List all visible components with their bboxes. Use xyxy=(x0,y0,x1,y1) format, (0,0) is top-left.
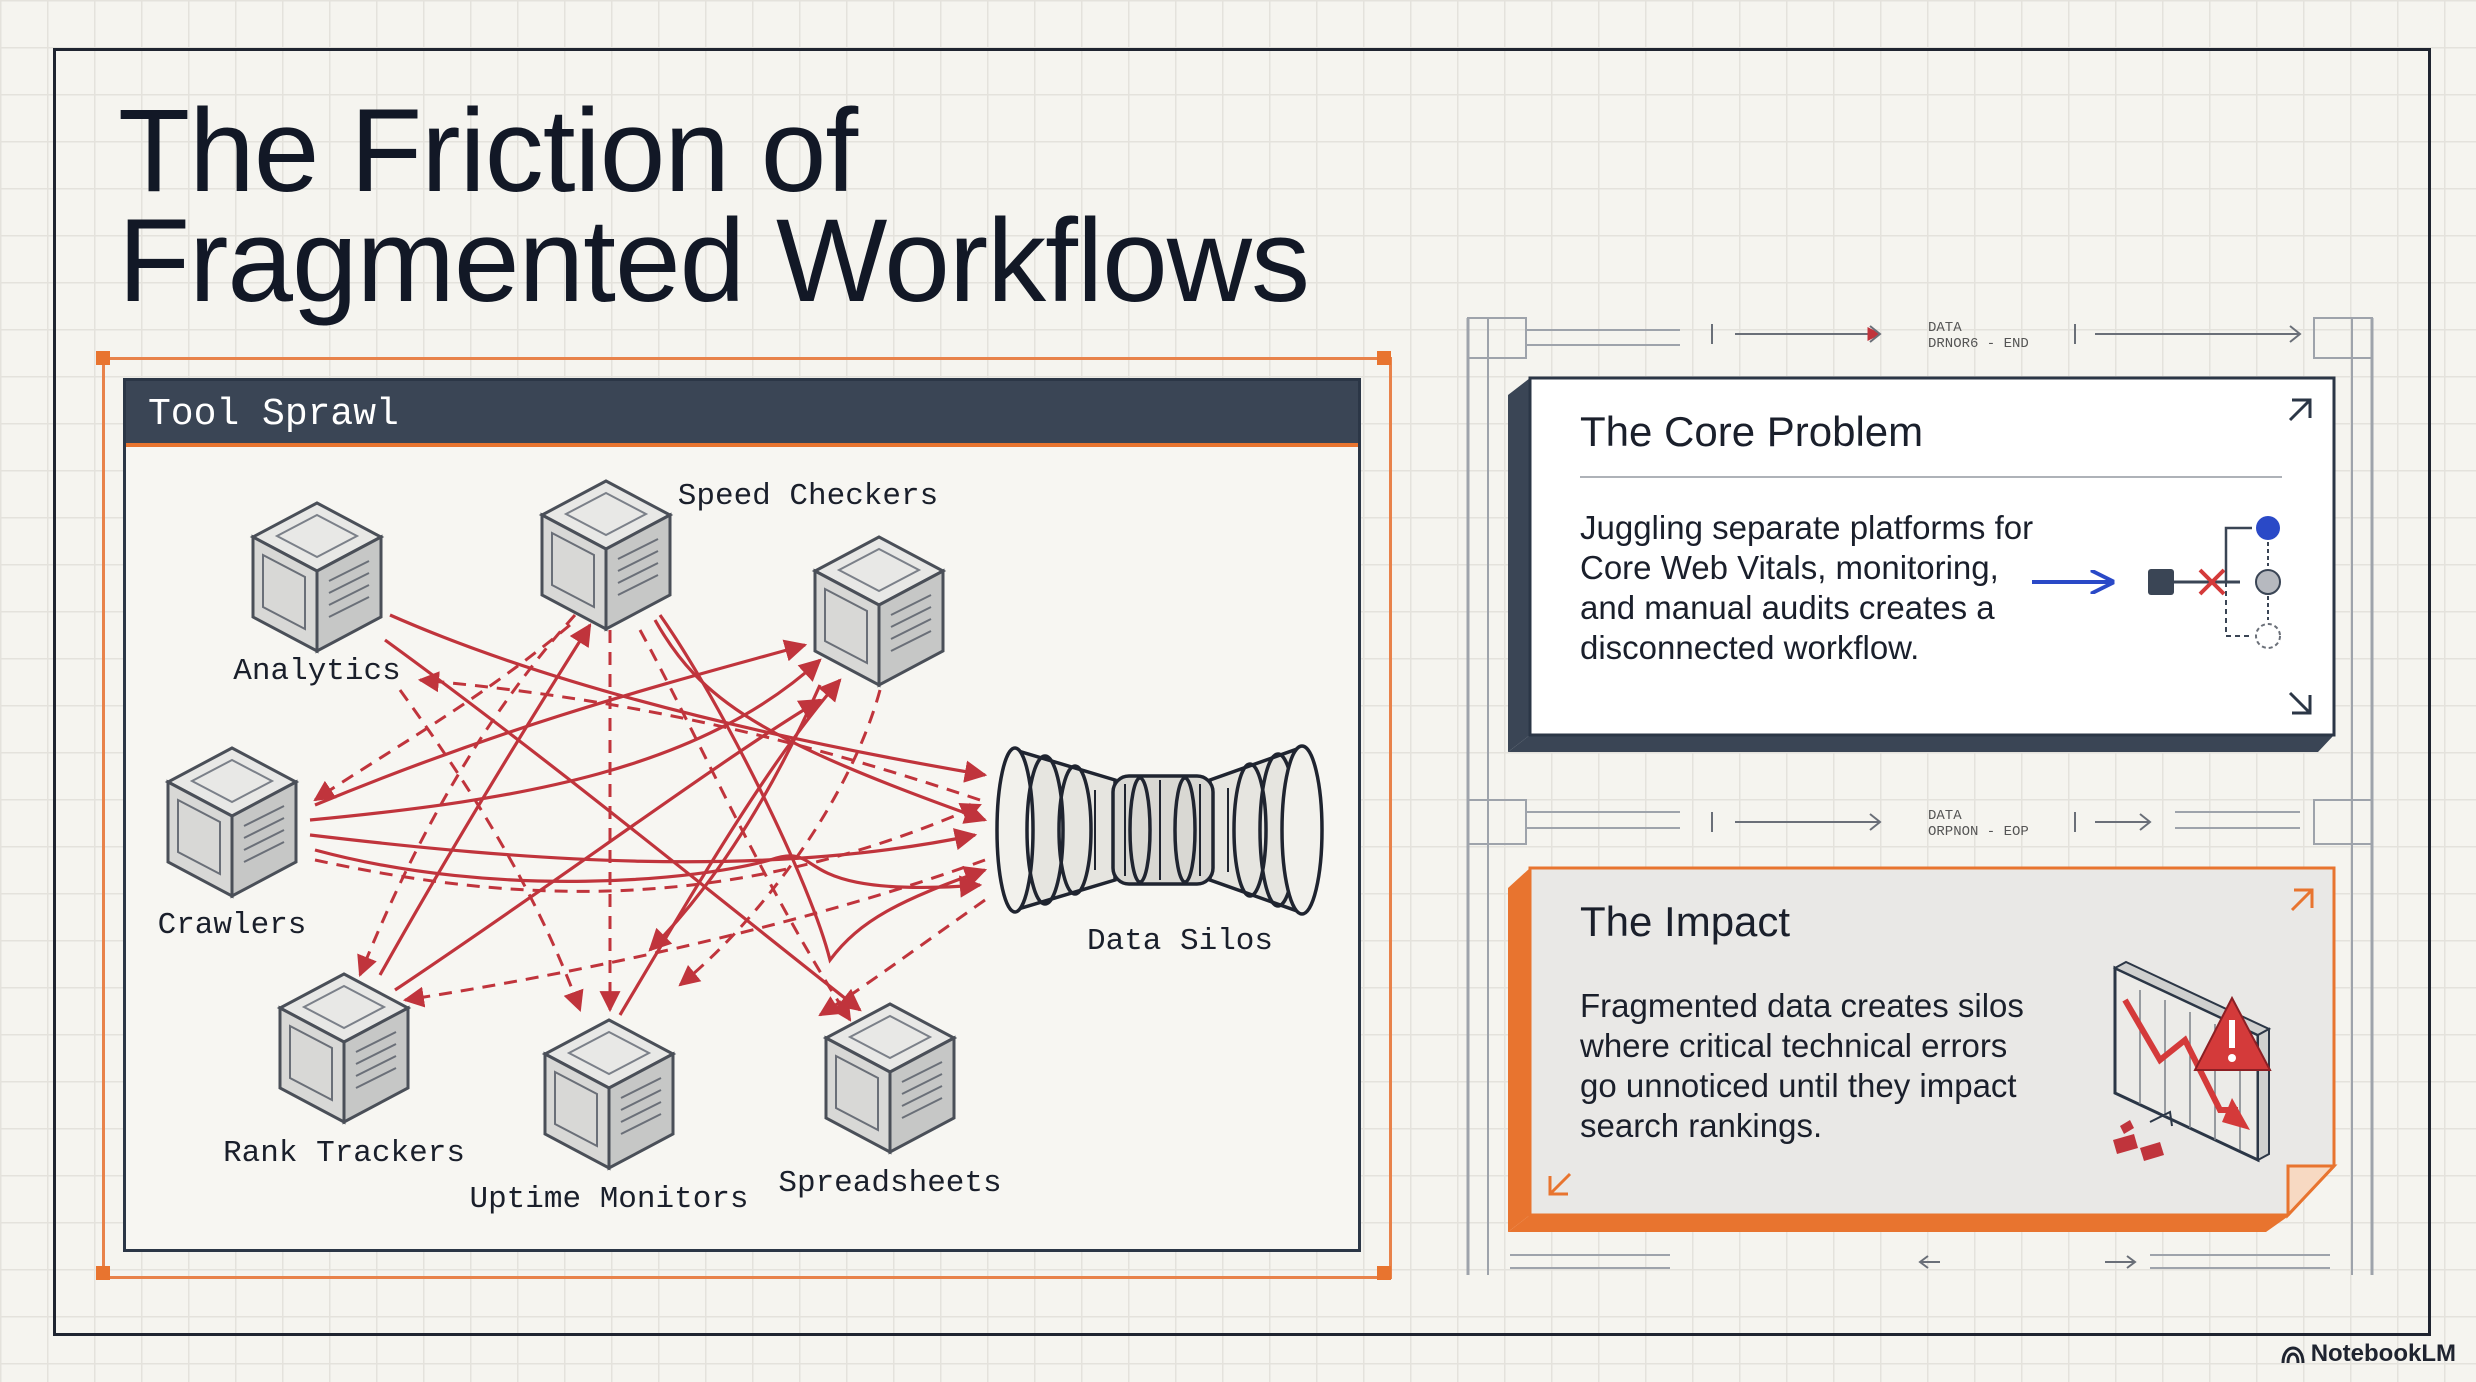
connection-arrow xyxy=(618,678,842,1016)
frame-corner-marker xyxy=(1377,1266,1391,1280)
speed-checkers-label: Speed Checkers xyxy=(677,479,939,514)
title-line-1: The Friction of xyxy=(118,85,858,217)
impact-title: The Impact xyxy=(1580,898,1791,945)
dashed-connection-arrow xyxy=(398,689,584,1012)
connection-arrow xyxy=(314,639,808,807)
core-problem-card xyxy=(1508,376,2336,752)
connection-arrow xyxy=(389,613,988,783)
dashed-connection-arrow xyxy=(678,689,882,987)
dashed-connection-arrow xyxy=(818,898,986,1017)
core-problem-title: The Core Problem xyxy=(1580,408,1924,455)
analytics-cube-icon xyxy=(251,501,383,653)
tool-connection-dashed-arrows xyxy=(313,613,986,1022)
tool-sprawl-header: Tool Sprawl xyxy=(126,381,1358,447)
spreadsheets-cube-icon xyxy=(824,1002,956,1154)
core-problem-line: disconnected workflow. xyxy=(1580,629,1920,666)
ruler-label-middle: DATA ORPNON - EOP xyxy=(1928,808,2029,840)
slide-frame xyxy=(53,48,2431,1336)
analytics-label: Analytics xyxy=(233,654,401,689)
tool-sprawl-title: Tool Sprawl xyxy=(148,393,399,436)
connection-arrow xyxy=(309,828,978,864)
connection-arrow xyxy=(314,848,983,898)
slide-title: The Friction of Fragmented Workflows xyxy=(118,85,1310,327)
impact-line: go unnoticed until they impact xyxy=(1580,1067,2017,1104)
impact-line: where critical technical errors xyxy=(1580,1027,2008,1064)
ruler-label-top-line-1: DATA xyxy=(1928,320,1962,336)
frame-corner-marker xyxy=(96,351,110,365)
connection-arrow xyxy=(309,658,822,822)
core-problem-card-frame xyxy=(1466,317,2374,1275)
connection-arrow xyxy=(394,698,822,992)
impact-description: Fragmented data creates silos where crit… xyxy=(1580,986,2024,1146)
impact-line: search rankings. xyxy=(1580,1107,1823,1144)
core-problem-line: Core Web Vitals, monitoring, xyxy=(1580,549,1999,586)
dashed-connection-arrow xyxy=(313,623,571,802)
core-problem-line: and manual audits creates a xyxy=(1580,589,1995,626)
notebooklm-logo-icon xyxy=(2281,1346,2305,1363)
tool-sprawl-outer-frame xyxy=(102,357,1392,1279)
notebooklm-brand: NotebookLM xyxy=(2281,1340,2456,1368)
connection-arrow xyxy=(648,684,822,952)
connection-arrow xyxy=(384,638,862,1012)
core-problem-description: Juggling separate platforms for Core Web… xyxy=(1580,508,2033,668)
data-silos-funnel-icon xyxy=(995,744,1324,916)
core-problem-line: Juggling separate platforms for xyxy=(1580,509,2034,546)
core-problem-card-text: The Core Problem Juggling separate platf… xyxy=(1508,378,2334,752)
rank-trackers-label: Rank Trackers xyxy=(223,1136,465,1171)
impact-line: Fragmented data creates silos xyxy=(1580,987,2024,1024)
connection-arrow xyxy=(378,623,592,976)
dashed-connection-arrow xyxy=(638,629,852,1022)
broken-flow-icon xyxy=(2032,516,2281,649)
speed-checkers-cube-icon xyxy=(540,479,672,631)
declining-chart-warning-icon xyxy=(2112,960,2272,1163)
crawlers-label: Crawlers xyxy=(157,908,307,943)
dashed-connection-arrow xyxy=(417,671,981,802)
brand-label: NotebookLM xyxy=(2310,1340,2456,1367)
spreadsheets-label: Spreadsheets xyxy=(778,1166,1002,1201)
ruler-label-top-line-2: DRNOR6 - END xyxy=(1928,336,2029,352)
frame-corner-marker xyxy=(96,1266,110,1280)
crawlers-cube-icon xyxy=(166,746,298,898)
rank-trackers-cube-icon xyxy=(278,972,410,1124)
connection-arrow xyxy=(658,614,988,964)
ruler-label-middle-line-1: DATA xyxy=(1928,808,1962,824)
uptime-monitors-label: Uptime Monitors xyxy=(469,1182,749,1217)
connection-arrow xyxy=(653,619,988,824)
spreadsheet-server-cube-icon xyxy=(813,535,945,687)
frame-corner-marker xyxy=(1377,351,1391,365)
impact-card-text: The Impact Fragmented data creates silos… xyxy=(1508,868,2334,1232)
data-silos-label: Data Silos xyxy=(1086,924,1274,959)
tool-connection-arrows xyxy=(309,613,988,1016)
uptime-monitors-cube-icon xyxy=(543,1018,675,1170)
ruler-label-top: DATA DRNOR6 - END xyxy=(1928,320,2029,352)
dashed-connection-arrow xyxy=(402,858,986,1008)
title-line-2: Fragmented Workflows xyxy=(118,195,1310,327)
ruler-label-middle-line-2: ORPNON - EOP xyxy=(1928,824,2029,840)
